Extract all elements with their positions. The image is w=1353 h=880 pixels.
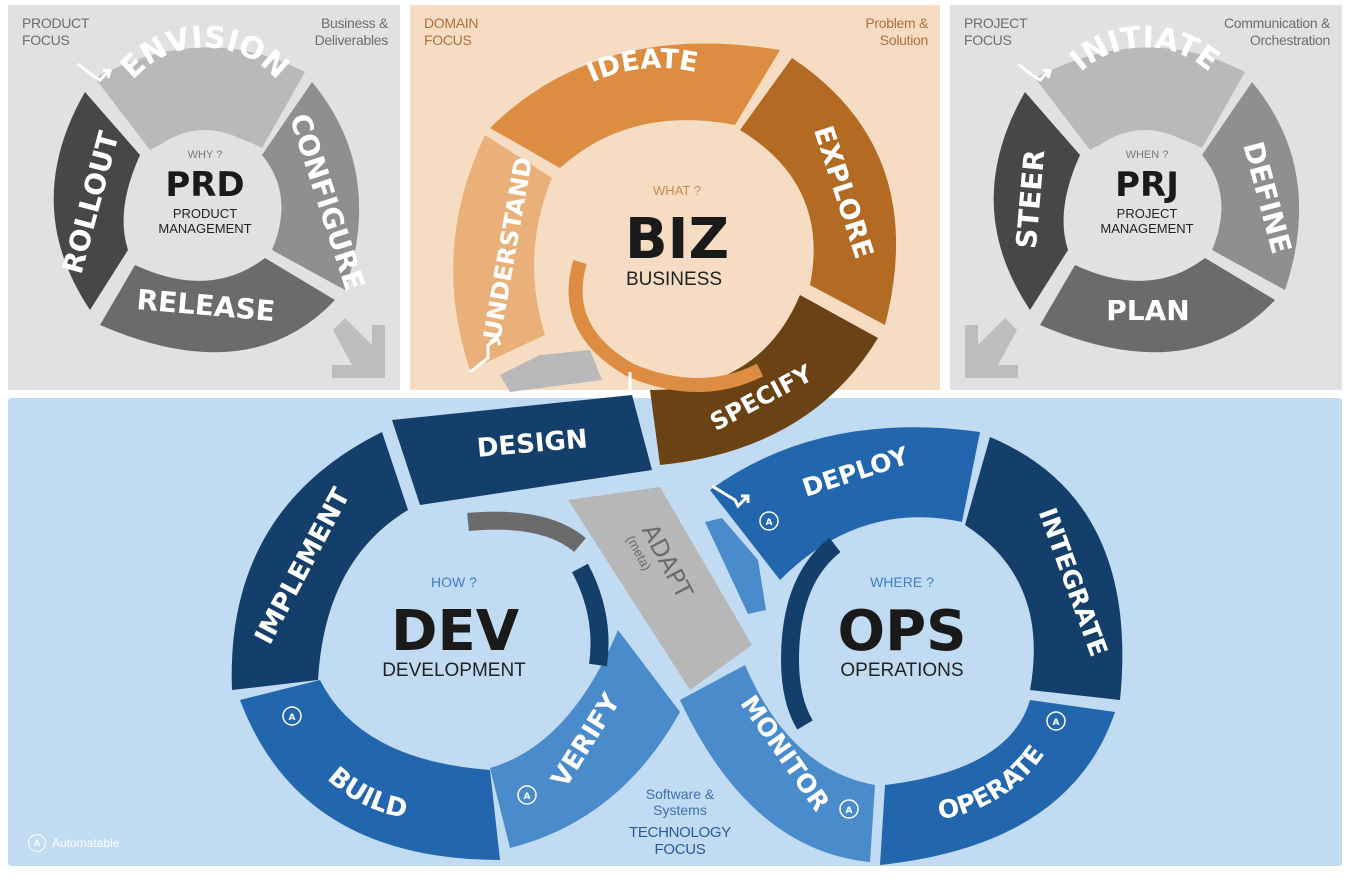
biz-question: WHAT ? — [653, 183, 701, 198]
dev-inner-arc — [467, 511, 586, 553]
focus-label-line: DOMAIN — [424, 15, 479, 31]
prd-ring: ENVISION CONFIGURE RELEASE ROLLOUT WHY ?… — [53, 20, 385, 378]
product-focus-label: PRODUCT FOCUS — [22, 15, 89, 49]
ops-code: OPS — [838, 599, 967, 664]
arrow-down-left-icon — [965, 318, 1018, 378]
segment-specify[interactable] — [650, 295, 878, 465]
segment-monitor[interactable] — [680, 665, 875, 862]
svg-text:A: A — [766, 518, 773, 528]
segment-release[interactable] — [100, 258, 335, 353]
segment-deploy[interactable] — [710, 427, 980, 580]
start-arrow-icon — [469, 335, 502, 374]
dev-name: DEVELOPMENT — [382, 660, 526, 681]
ops-question: WHERE ? — [870, 574, 934, 590]
dev-inner-arc-blue — [571, 563, 609, 667]
segment-operate[interactable] — [880, 700, 1115, 865]
prd-code: PRD — [165, 165, 244, 205]
communication-orchestration-label: Communication & Orchestration — [1224, 15, 1330, 49]
automatable-badge-icon: A — [759, 511, 779, 531]
aspect-label-line: Business & — [320, 15, 388, 31]
svg-text:A: A — [1053, 718, 1060, 728]
focus-label-line: PRODUCT — [22, 15, 90, 31]
automatable-badge-icon: A — [839, 799, 859, 819]
segment-define[interactable] — [1202, 82, 1300, 290]
ops-name: OPERATIONS — [840, 660, 963, 681]
adapt-tab — [500, 350, 602, 392]
project-focus-label: PROJECT FOCUS — [964, 15, 1028, 49]
focus-label-line: PROJECT — [964, 15, 1028, 31]
segment-integrate[interactable] — [965, 437, 1123, 700]
automatable-badge-icon: A — [28, 834, 46, 852]
segment-envision[interactable] — [95, 47, 305, 150]
aspect-label-line: Orchestration — [1249, 32, 1330, 48]
segment-initiate[interactable] — [1035, 47, 1245, 150]
aspect-label-line: Problem & — [865, 15, 928, 31]
technology-focus-label: Software & Systems TECHNOLOGY FOCUS — [605, 786, 755, 858]
svg-text:A: A — [524, 792, 531, 802]
focus-label-line: FOCUS — [654, 841, 706, 858]
biz-feedback-arc — [568, 260, 764, 392]
prj-center — [1070, 130, 1220, 280]
segment-implement[interactable] — [231, 432, 408, 690]
aspect-label-line: Software & — [645, 786, 715, 802]
prd-name-line1: PRODUCT — [173, 206, 237, 221]
aspect-label-line: Deliverables — [314, 32, 389, 48]
segment-rollout[interactable] — [53, 92, 140, 310]
domain-focus-label: DOMAIN FOCUS — [424, 15, 479, 49]
segment-plan[interactable] — [1040, 258, 1275, 353]
start-arrow-icon — [711, 484, 750, 509]
segment-explore[interactable] — [740, 58, 897, 325]
dev-ring: DESIGN IMPLEMENT BUILD VERIFY HOW ? DEV … — [231, 395, 680, 860]
prj-name-line1: PROJECT — [1117, 206, 1178, 221]
problem-solution-label: Problem & Solution — [865, 15, 928, 49]
label-plan: PLAN — [1106, 294, 1189, 327]
prd-name-line2: MANAGEMENT — [158, 221, 251, 236]
focus-label-line: FOCUS — [964, 32, 1012, 48]
segment-ideate[interactable] — [490, 43, 780, 168]
segment-verify[interactable] — [490, 630, 680, 848]
prd-center — [130, 130, 280, 280]
dev-question: HOW ? — [431, 574, 477, 590]
biz-name: BUSINESS — [626, 269, 722, 290]
segment-build[interactable] — [240, 680, 500, 860]
prj-code: PRJ — [1115, 165, 1179, 205]
biz-code: BIZ — [625, 207, 729, 272]
business-deliverables-label: Business & Deliverables — [314, 15, 389, 49]
prj-ring: INITIATE DEFINE PLAN STEER WHEN ? PRJ PR… — [965, 20, 1300, 378]
biz-ring: IDEATE EXPLORE SPECIFY UNDERSTAND WHAT ?… — [453, 43, 897, 465]
focus-label-line: TECHNOLOGY — [628, 824, 731, 841]
aspect-label-line: Solution — [879, 32, 929, 48]
svg-text:A: A — [846, 806, 853, 816]
focus-label-line: FOCUS — [22, 32, 70, 48]
svg-text:A: A — [289, 713, 296, 723]
focus-label-line: FOCUS — [424, 32, 472, 48]
prj-name-line2: MANAGEMENT — [1100, 221, 1193, 236]
segment-design[interactable] — [392, 395, 652, 505]
start-arrow-icon — [77, 62, 112, 82]
arrow-down-right-icon — [332, 318, 385, 378]
segment-understand[interactable] — [453, 135, 552, 370]
automatable-badge-icon: A — [282, 706, 302, 726]
prj-question: WHEN ? — [1126, 149, 1169, 161]
aspect-label-line: Systems — [653, 802, 707, 818]
legend-label: Automatable — [52, 836, 120, 850]
prd-question: WHY ? — [188, 149, 223, 161]
dev-code: DEV — [391, 599, 520, 664]
legend: A Automatable — [28, 834, 119, 852]
aspect-label-line: Communication & — [1224, 15, 1330, 31]
ops-inner-arc — [780, 537, 841, 730]
automatable-badge-icon: A — [517, 785, 537, 805]
segment-configure[interactable] — [262, 82, 360, 290]
segment-steer[interactable] — [993, 92, 1080, 310]
automatable-badge-icon: A — [1046, 711, 1066, 731]
deploy-tab — [705, 518, 766, 614]
start-arrow-icon — [1017, 62, 1052, 82]
